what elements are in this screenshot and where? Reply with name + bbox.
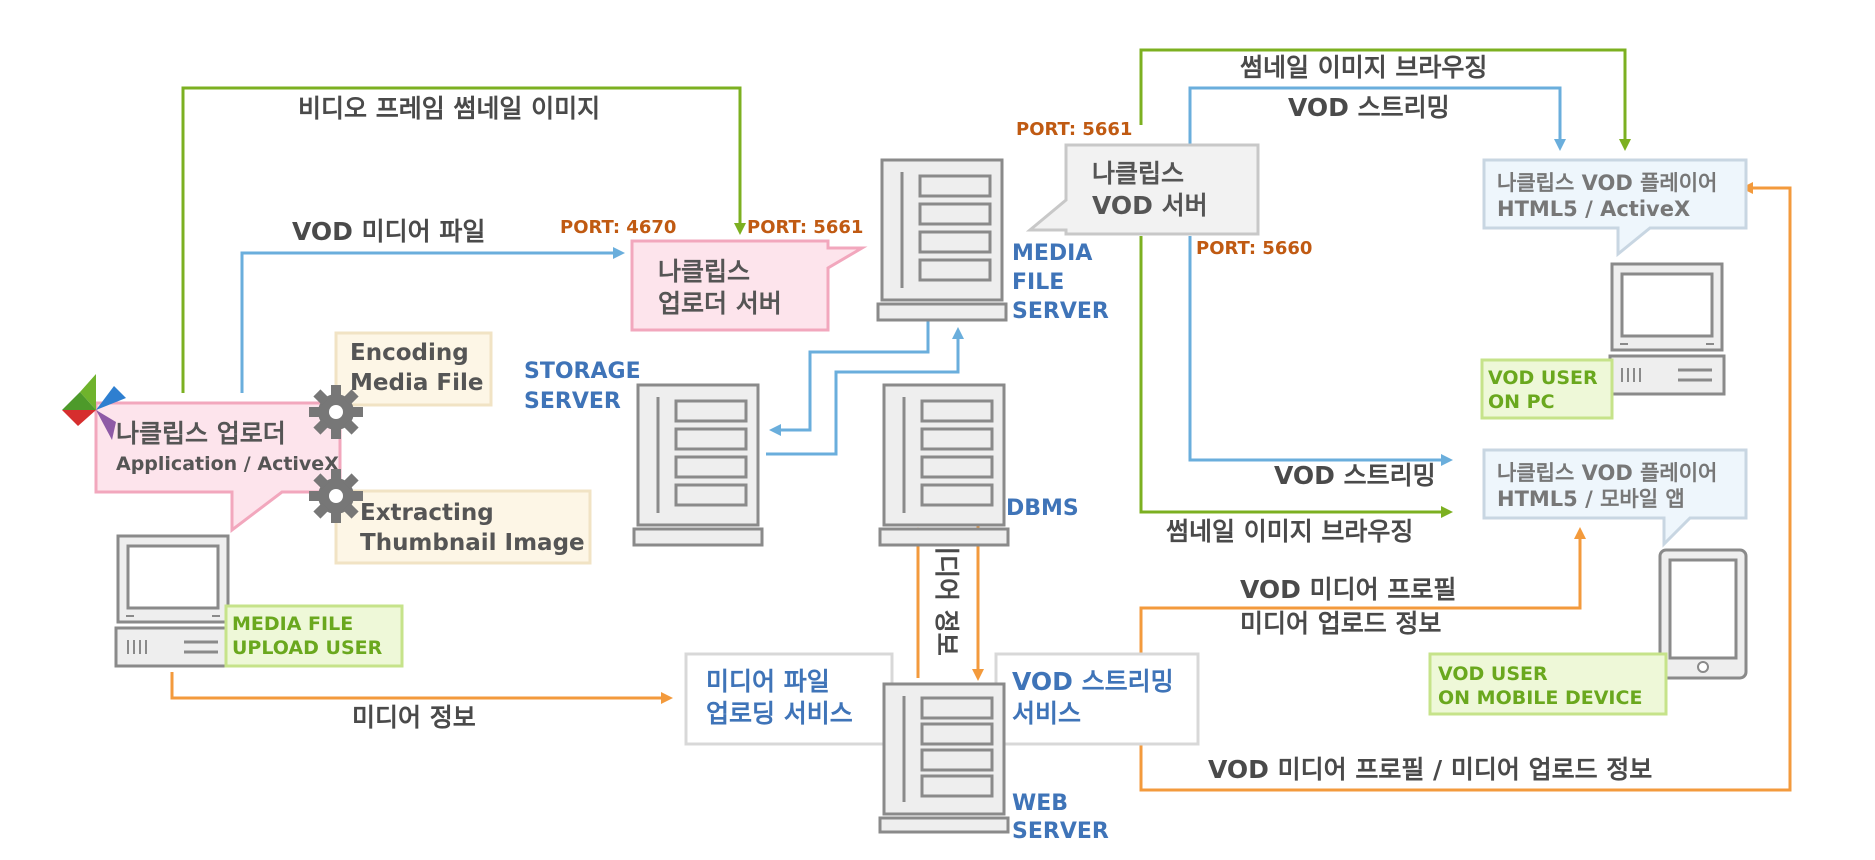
dbms-label: DBMS: [1006, 496, 1079, 521]
encoding-box: Encoding Media File: [334, 331, 493, 407]
thumbnail-browsing-mid-line: [1139, 236, 1453, 518]
vod-media-file-flow-line: [240, 247, 625, 393]
media-upload-info-label: 미디어 업로드 정보: [1240, 609, 1441, 638]
uploader-app-bubble: 나클립스 업로더 Application / ActiveX: [94, 401, 342, 534]
media-info-vertical-label: 미디어 정보: [932, 532, 961, 656]
dbms-server-icon: [878, 383, 1010, 547]
encoding-line1: Encoding: [350, 340, 469, 366]
vod-user-pc-line1: VOD USER: [1488, 367, 1598, 389]
upload-user-badge: MEDIA FILE UPLOAD USER: [224, 604, 404, 668]
upload-service-line2: 업로딩 서비스: [706, 699, 853, 728]
upload-user-pc-icon: [114, 534, 232, 668]
thumbnail-browsing-top-label: 썸네일 이미지 브라우징: [1240, 53, 1487, 82]
player-pc-line1: 나클립스 VOD 플레이어: [1497, 171, 1717, 195]
vod-user-pc-line2: ON PC: [1488, 391, 1555, 413]
uploader-server-line2: 업로더 서버: [658, 289, 782, 318]
upload-service-line1: 미디어 파일: [706, 667, 830, 696]
vod-server-line2: VOD 서버: [1092, 191, 1208, 220]
media-info-left-line: [170, 672, 673, 704]
profile-to-pc-line: [1139, 182, 1792, 792]
player-mobile-line2: HTML5 / 모바일 앱: [1497, 487, 1685, 511]
web-server-icon: [878, 682, 1010, 834]
vod-server-bubble: 나클립스 VOD 서버: [1025, 143, 1260, 236]
thumbnail-flow-line: [181, 86, 746, 393]
vod-user-pc-badge: VOD USER ON PC: [1480, 358, 1614, 420]
profile-bottom-label: VOD 미디어 프로필 / 미디어 업로드 정보: [1208, 755, 1652, 784]
storage-read-line: [766, 327, 964, 456]
player-mobile-line1: 나클립스 VOD 플레이어: [1497, 461, 1717, 485]
upload-service-box: 미디어 파일 업로딩 서비스: [684, 652, 894, 746]
profile-to-mobile-line: [1139, 527, 1586, 668]
vod-user-mobile-line1: VOD USER: [1438, 663, 1548, 685]
media-file-server-icon: [876, 158, 1008, 322]
port-4670-label: PORT: 4670: [560, 217, 676, 238]
thumbnail-flow-label: 비디오 프레임 썸네일 이미지: [298, 94, 600, 123]
flow-lines: [170, 48, 1792, 792]
extracting-line2: Thumbnail Image: [360, 530, 585, 556]
extracting-box: Extracting Thumbnail Image: [334, 489, 592, 565]
vod-user-mobile-line2: ON MOBILE DEVICE: [1438, 687, 1642, 709]
media-info-left-label: 미디어 정보: [352, 703, 476, 732]
media-server-line2: FILE: [1012, 270, 1064, 295]
gear-icon: [309, 469, 363, 523]
naclips-logo-icon: [62, 374, 126, 440]
streaming-service-box: VOD 스트리밍 서비스: [994, 652, 1200, 746]
storage-server-line1: STORAGE: [524, 359, 641, 384]
upload-user-line1: MEDIA FILE: [232, 613, 353, 635]
storage-server-icon: [632, 383, 764, 547]
extracting-line1: Extracting: [360, 500, 494, 526]
port-5661-vod-label: PORT: 5661: [1016, 119, 1132, 140]
player-mobile-bubble: 나클립스 VOD 플레이어 HTML5 / 모바일 앱: [1482, 448, 1748, 548]
vod-user-mobile-badge: VOD USER ON MOBILE DEVICE: [1428, 652, 1668, 716]
vod-user-pc-icon: [1608, 262, 1726, 396]
uploader-app-line2: Application / ActiveX: [116, 453, 339, 475]
vod-server-line1: 나클립스: [1092, 159, 1184, 188]
storage-server-line2: SERVER: [524, 389, 621, 414]
player-pc-line2: HTML5 / ActiveX: [1497, 197, 1690, 221]
uploader-server-line1: 나클립스: [658, 257, 750, 286]
vod-media-file-label: VOD 미디어 파일: [292, 217, 485, 246]
port-5660-label: PORT: 5660: [1196, 238, 1312, 259]
vod-streaming-mid-label: VOD 스트리밍: [1274, 461, 1436, 490]
media-server-line3: SERVER: [1012, 299, 1109, 324]
media-server-line1: MEDIA: [1012, 241, 1092, 266]
uploader-app-line1: 나클립스 업로더: [116, 419, 286, 448]
port-5661-uploader-label: PORT: 5661: [747, 217, 863, 238]
streaming-service-line2: 서비스: [1012, 699, 1081, 728]
uploader-server-bubble: 나클립스 업로더 서버: [630, 239, 868, 332]
vod-streaming-top-line: [1188, 86, 1566, 151]
upload-user-line2: UPLOAD USER: [232, 637, 383, 659]
vod-streaming-mid-line: [1188, 236, 1453, 466]
mobile-device-icon: [1658, 548, 1748, 680]
vod-media-profile-label: VOD 미디어 프로필: [1240, 575, 1456, 604]
vod-streaming-top-label: VOD 스트리밍: [1288, 93, 1450, 122]
web-server-line1: WEB: [1012, 791, 1068, 816]
thumbnail-browsing-mid-label: 썸네일 이미지 브라우징: [1166, 517, 1413, 546]
storage-write-line: [769, 318, 930, 436]
web-server-line2: SERVER: [1012, 819, 1109, 844]
gear-icon: [309, 385, 363, 439]
streaming-service-line1: VOD 스트리밍: [1012, 667, 1174, 696]
player-pc-bubble: 나클립스 VOD 플레이어 HTML5 / ActiveX: [1482, 158, 1748, 258]
encoding-line2: Media File: [350, 370, 483, 396]
thumbnail-browsing-top-line: [1139, 48, 1631, 151]
